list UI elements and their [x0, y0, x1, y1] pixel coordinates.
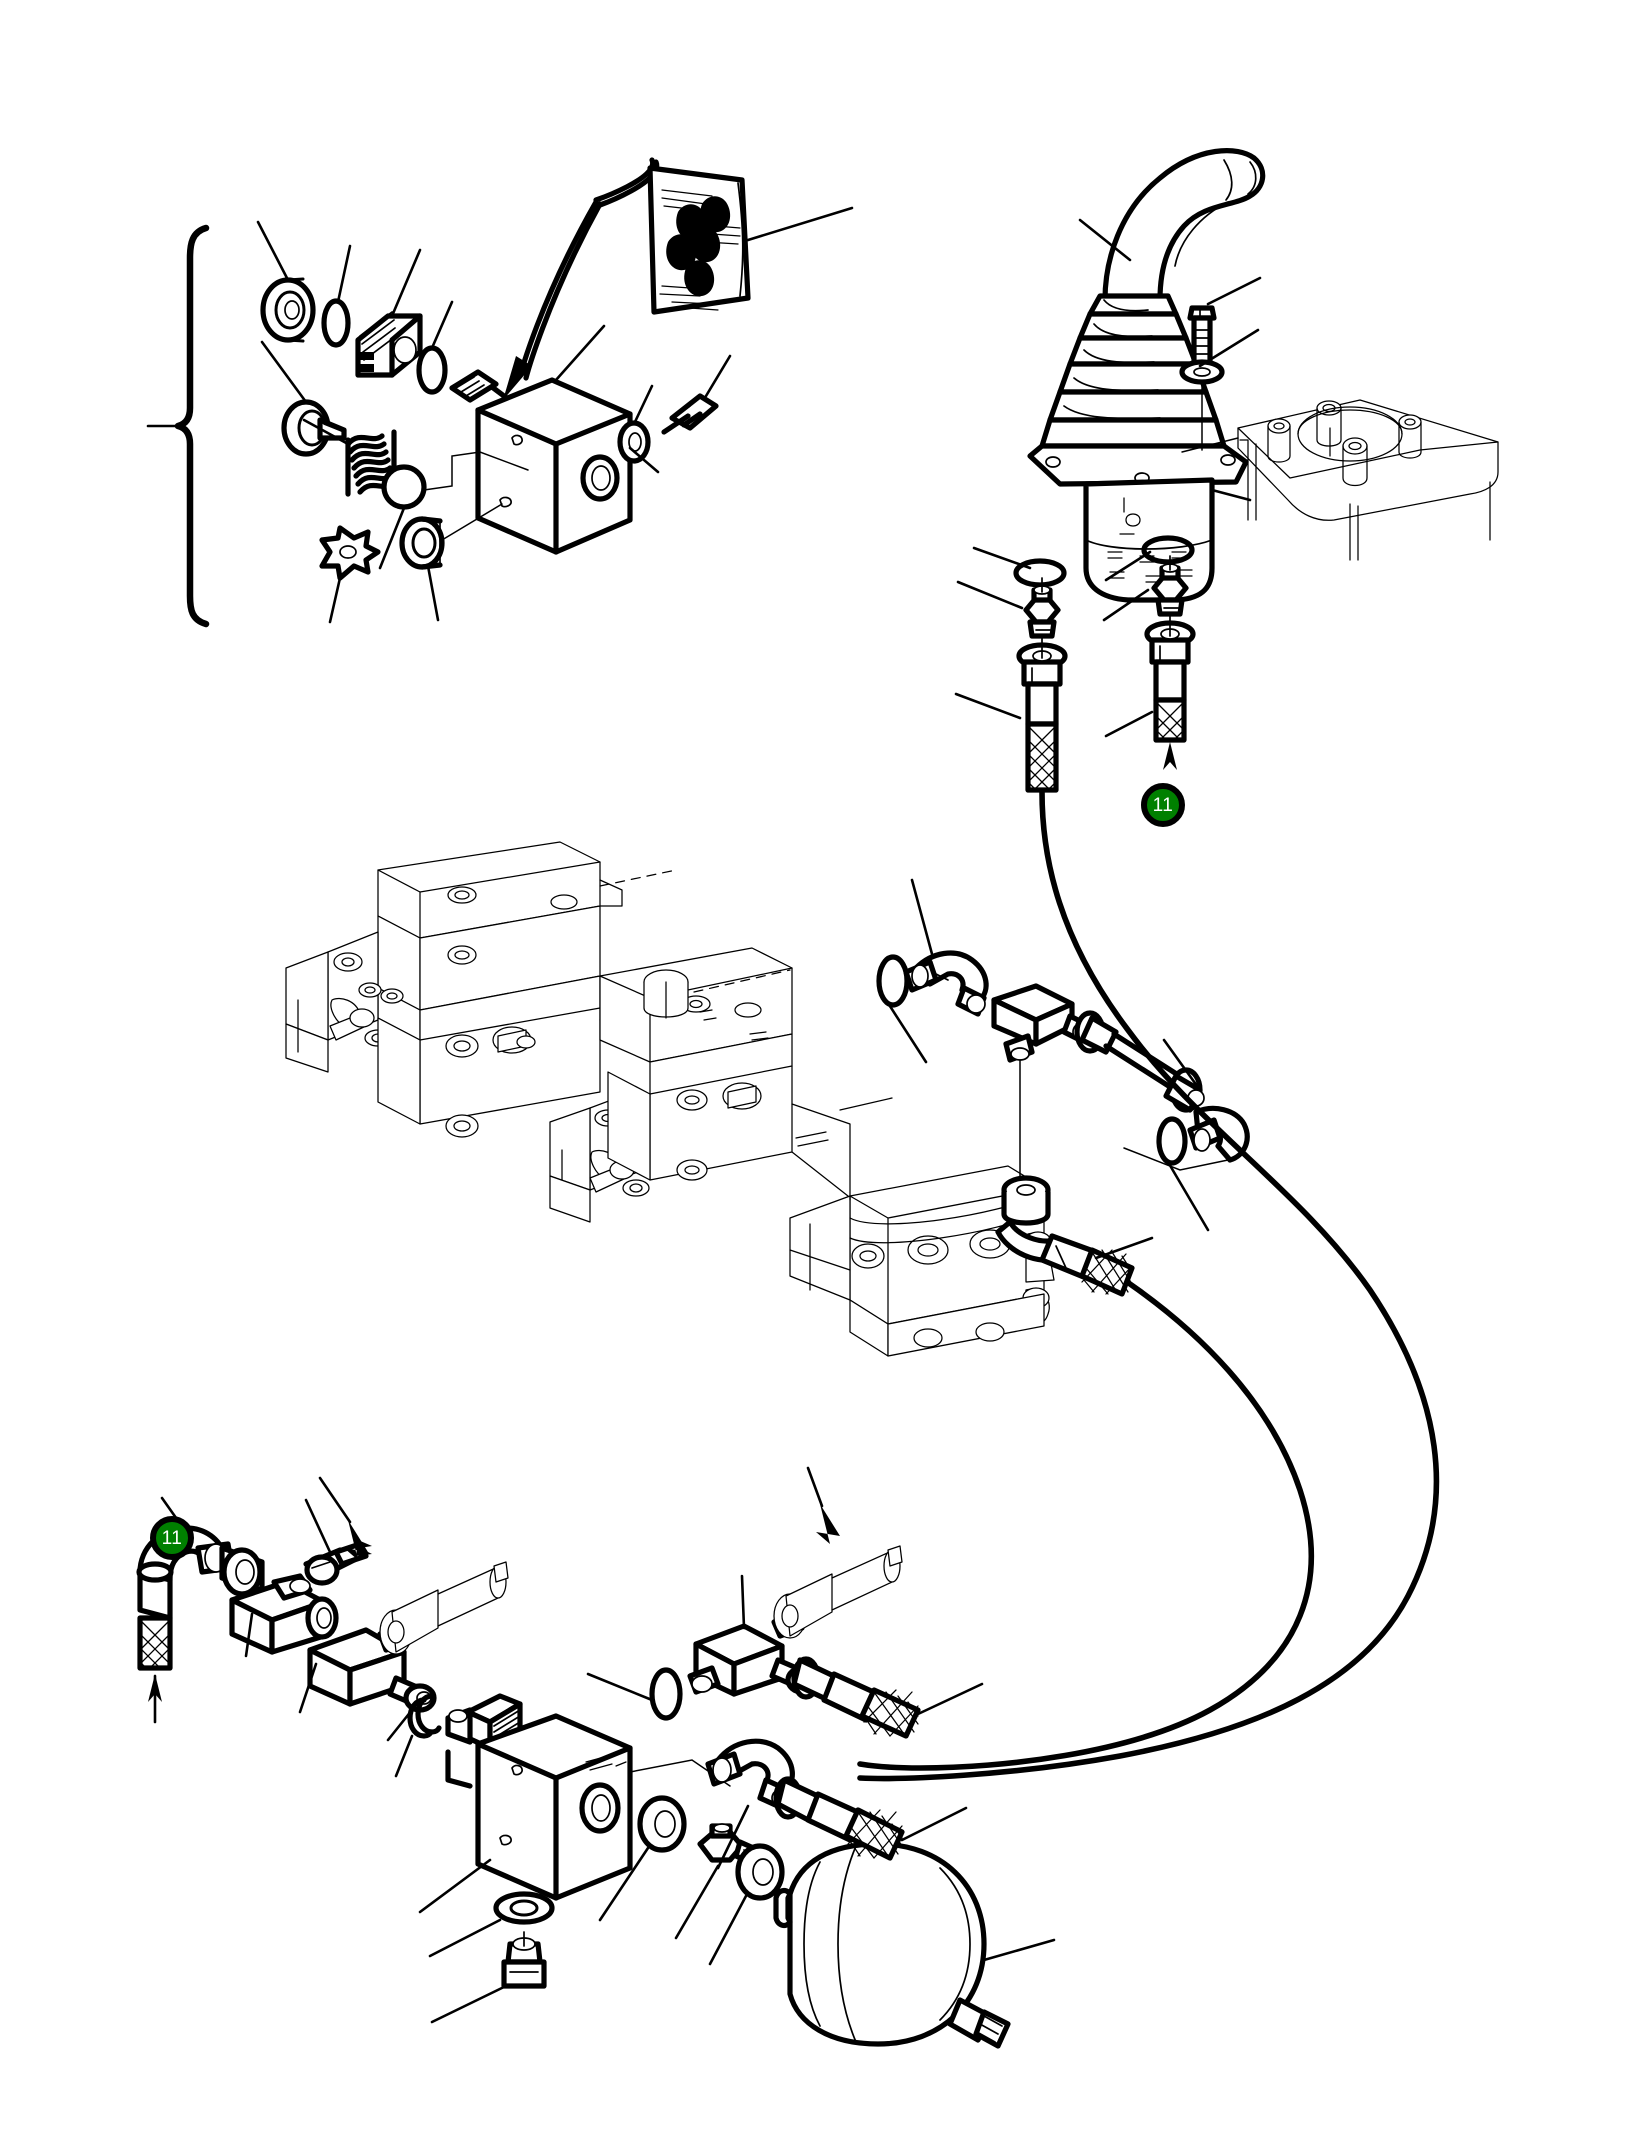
part-seal-washer-bottom	[428, 1891, 555, 1958]
part-cap-screw-flanged	[281, 399, 347, 457]
part-valve-block-cube	[475, 377, 633, 555]
part-tee-fitting-top	[991, 983, 1093, 1193]
part-port-plug-top	[643, 969, 689, 1019]
part-tube-pipe-bottom-left	[318, 1476, 509, 1655]
part-drain-plug-bottom	[430, 1931, 547, 2024]
part-pressure-switch-bottom	[303, 1498, 372, 1586]
leader-lines-fittings	[884, 878, 1210, 1232]
part-compression-spring	[345, 429, 397, 497]
decal-insertion-arrow-icon	[503, 157, 659, 400]
part-o-ring-right-col-1	[586, 1667, 683, 1721]
part-tube-pipe-bottom-right	[773, 1466, 903, 1639]
part-washer-right	[617, 420, 651, 464]
part-tee-fitting-bottom-1	[229, 1573, 339, 1655]
part-o-ring-joystick-left	[1013, 558, 1067, 588]
part-check-ball	[381, 464, 427, 510]
part-hose-end-fitting-pump	[995, 1175, 1154, 1297]
part-o-ring-manifold-left	[386, 1693, 442, 1742]
part-o-ring-fitting-1	[876, 954, 910, 1008]
part-hose-end-fitting-right	[1144, 613, 1196, 770]
leader-lines-top-left	[256, 220, 732, 624]
ball-seat-leader	[423, 451, 529, 491]
part-rubber-boot-bellows	[1027, 293, 1249, 487]
part-adapter-fitting-right	[1151, 555, 1189, 617]
part-manifold-block	[418, 1713, 731, 1914]
callout-label: 11	[161, 1527, 183, 1549]
callout-label: 11	[1152, 794, 1174, 816]
part-elbow-fitting-bottom-left	[136, 1525, 235, 1724]
part-o-ring-accum-2	[708, 1843, 785, 1966]
callout-marker-11-upper[interactable]: 11	[1141, 783, 1185, 827]
part-washer-joystick	[1179, 359, 1225, 451]
part-decal-plate	[647, 165, 854, 315]
joystick-assembly	[954, 148, 1499, 793]
part-accumulator-bladder	[773, 1841, 1056, 2049]
part-elbow-fitting-top	[903, 950, 989, 1017]
hose-routing	[857, 789, 1440, 1782]
control-valve-stack	[285, 841, 1055, 1357]
part-electrical-connector-block	[355, 311, 423, 378]
part-hose-end-fitting-bottom-2	[773, 1776, 968, 1861]
part-flange-nut	[260, 277, 316, 343]
part-mount-plate-with-studs	[1181, 399, 1499, 561]
brace-left	[146, 224, 210, 628]
part-hex-bolt-joystick	[1187, 305, 1217, 367]
part-o-ring-2	[416, 345, 448, 395]
valve-stack-fittings	[876, 878, 1250, 1297]
part-joystick-lever-handle	[1102, 148, 1266, 303]
part-o-ring-joystick-right	[1141, 535, 1195, 565]
part-bushing	[399, 503, 503, 570]
pressure-switch-assembly	[256, 157, 854, 624]
part-adapter-fitting-left	[1023, 577, 1061, 639]
part-snap-ring-bottom	[394, 1697, 434, 1778]
part-hose-end-fitting-left	[1016, 635, 1068, 793]
part-o-ring-fitting-2	[1156, 1116, 1188, 1166]
accumulator-manifold-assembly	[386, 1466, 1056, 2049]
part-coupling-nut-bottom	[219, 1545, 265, 1597]
part-o-ring-accum-1	[598, 1795, 687, 1922]
part-star-lock-washer	[319, 525, 381, 581]
part-hex-socket-bolt	[661, 393, 719, 435]
callout-marker-11-lower[interactable]: 11	[150, 1516, 194, 1560]
leader-lines-joystick	[954, 218, 1262, 738]
part-hose-end-fitting-bottom-1	[791, 1656, 984, 1739]
part-o-ring-small-1	[321, 298, 351, 348]
